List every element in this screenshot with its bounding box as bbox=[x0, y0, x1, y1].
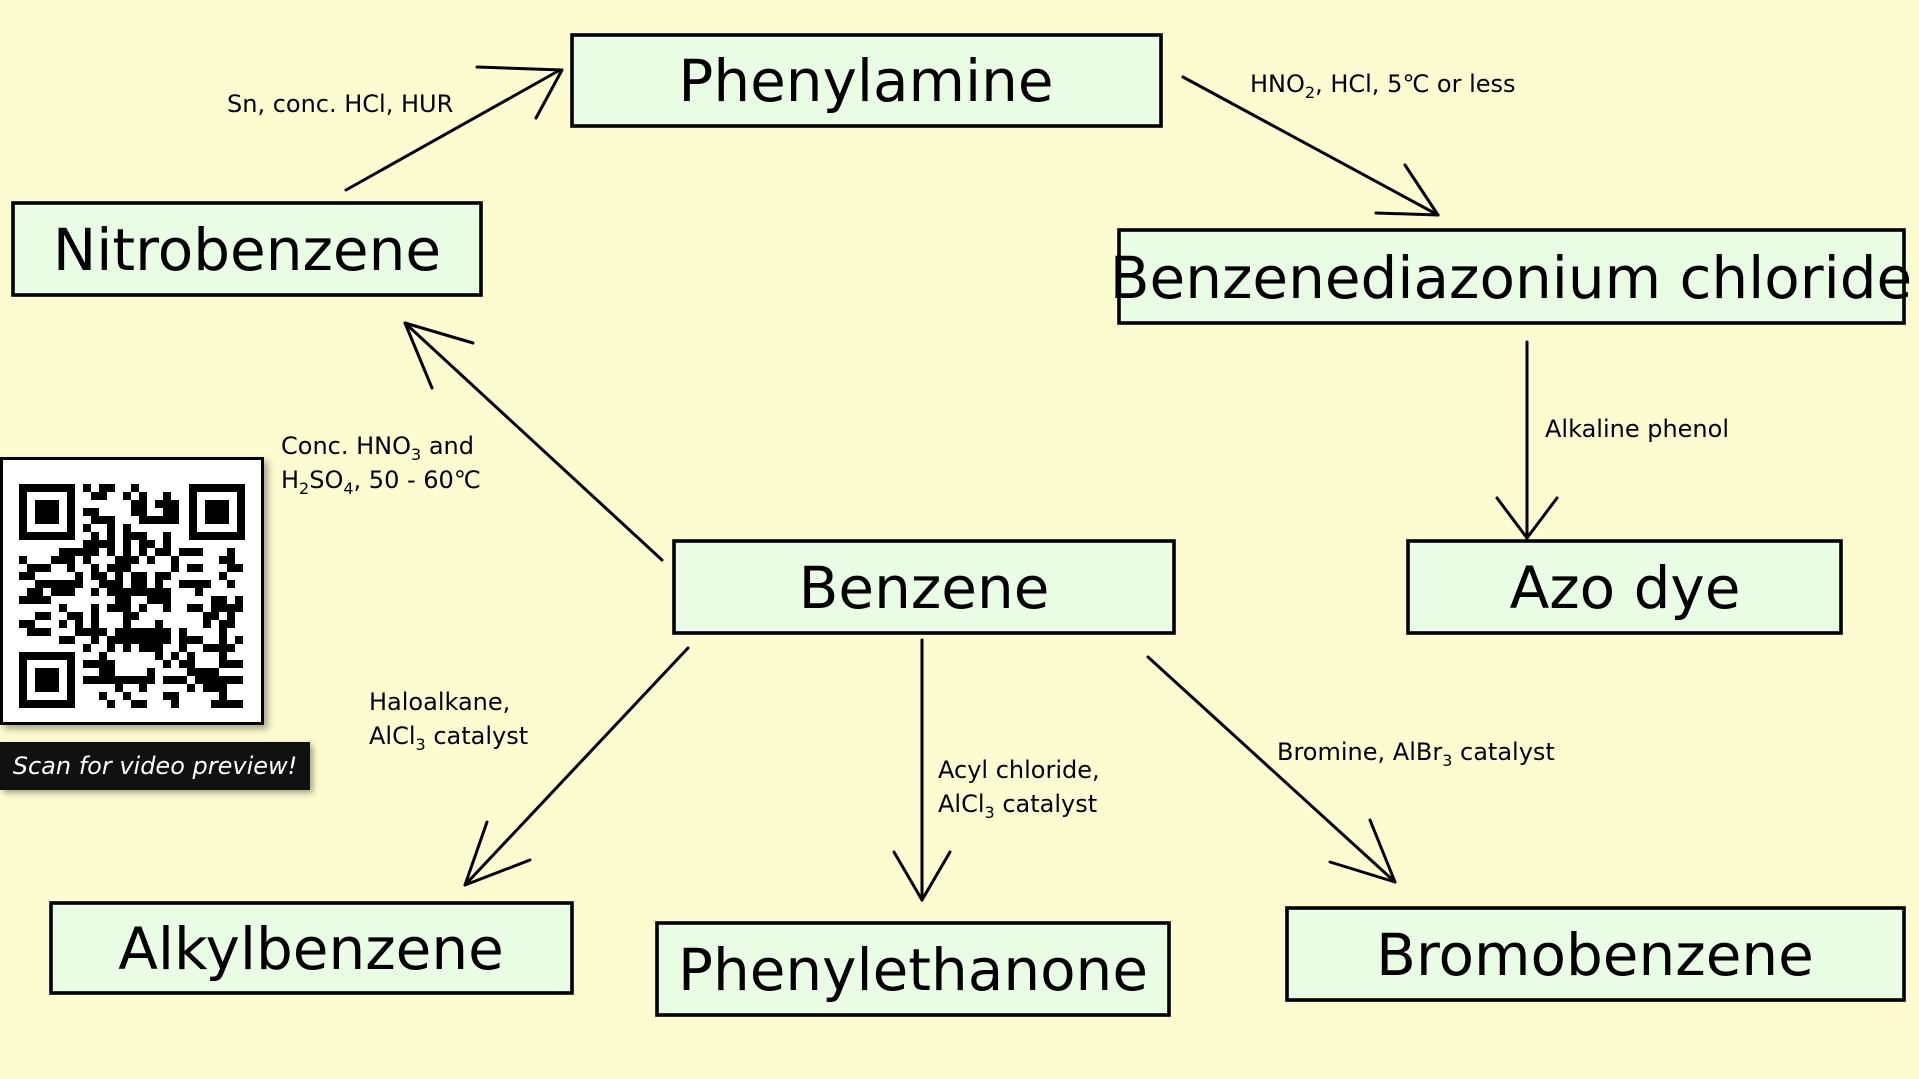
node-benzenediazonium-chloride: Benzenediazonium chloride bbox=[1110, 228, 1912, 325]
node-azo-dye: Azo dye bbox=[1406, 539, 1843, 635]
edge-benzene-to-alkylbenzene bbox=[463, 646, 690, 887]
edge-phenylamine-to-diazonium bbox=[1181, 75, 1440, 217]
label-sn-conc-hcl: Sn, conc. HCl, HUR bbox=[227, 90, 453, 118]
label-bromine-albr3: Bromine, AlBr3 catalyst bbox=[1277, 738, 1555, 770]
qr-code[interactable] bbox=[0, 457, 264, 725]
node-bromobenzene: Bromobenzene bbox=[1285, 906, 1906, 1002]
node-label: Phenylethanone bbox=[678, 936, 1148, 1004]
edge-diazonium-to-azo bbox=[1495, 340, 1559, 540]
node-nitrobenzene: Nitrobenzene bbox=[11, 201, 483, 297]
edge-benzene-to-phenylethanone bbox=[892, 638, 952, 902]
qr-caption: Scan for video preview! bbox=[0, 742, 310, 790]
label-acyl-chloride: Acyl chloride, bbox=[938, 756, 1100, 784]
node-label: Nitrobenzene bbox=[53, 216, 441, 284]
node-label: Azo dye bbox=[1510, 554, 1741, 622]
edge-nitrobenzene-to-phenylamine bbox=[344, 65, 564, 192]
node-label: Benzene bbox=[799, 554, 1050, 622]
label-alcl3-catalyst-2: AlCl3 catalyst bbox=[938, 790, 1097, 822]
node-label: Benzenediazonium chloride bbox=[1110, 244, 1912, 312]
label-haloalkane: Haloalkane, bbox=[369, 688, 510, 716]
label-hno2-hcl: HNO2, HCl, 5℃ or less bbox=[1250, 70, 1516, 102]
edge-benzene-to-bromobenzene bbox=[1146, 655, 1397, 884]
label-conc-hno3: Conc. HNO3 and bbox=[281, 432, 474, 464]
node-label: Bromobenzene bbox=[1376, 921, 1814, 989]
node-benzene: Benzene bbox=[672, 539, 1176, 635]
node-alkylbenzene: Alkylbenzene bbox=[49, 901, 574, 995]
node-phenylamine: Phenylamine bbox=[570, 33, 1163, 128]
qr-code-icon bbox=[19, 484, 245, 708]
label-h2so4: H2SO4, 50 - 60℃ bbox=[281, 466, 481, 498]
label-alcl3-catalyst-1: AlCl3 catalyst bbox=[369, 722, 528, 754]
edge-benzene-to-nitrobenzene bbox=[403, 321, 664, 562]
node-label: Phenylamine bbox=[678, 47, 1053, 115]
label-alkaline-phenol: Alkaline phenol bbox=[1545, 415, 1729, 443]
node-label: Alkylbenzene bbox=[118, 915, 504, 983]
node-phenylethanone: Phenylethanone bbox=[655, 921, 1171, 1017]
